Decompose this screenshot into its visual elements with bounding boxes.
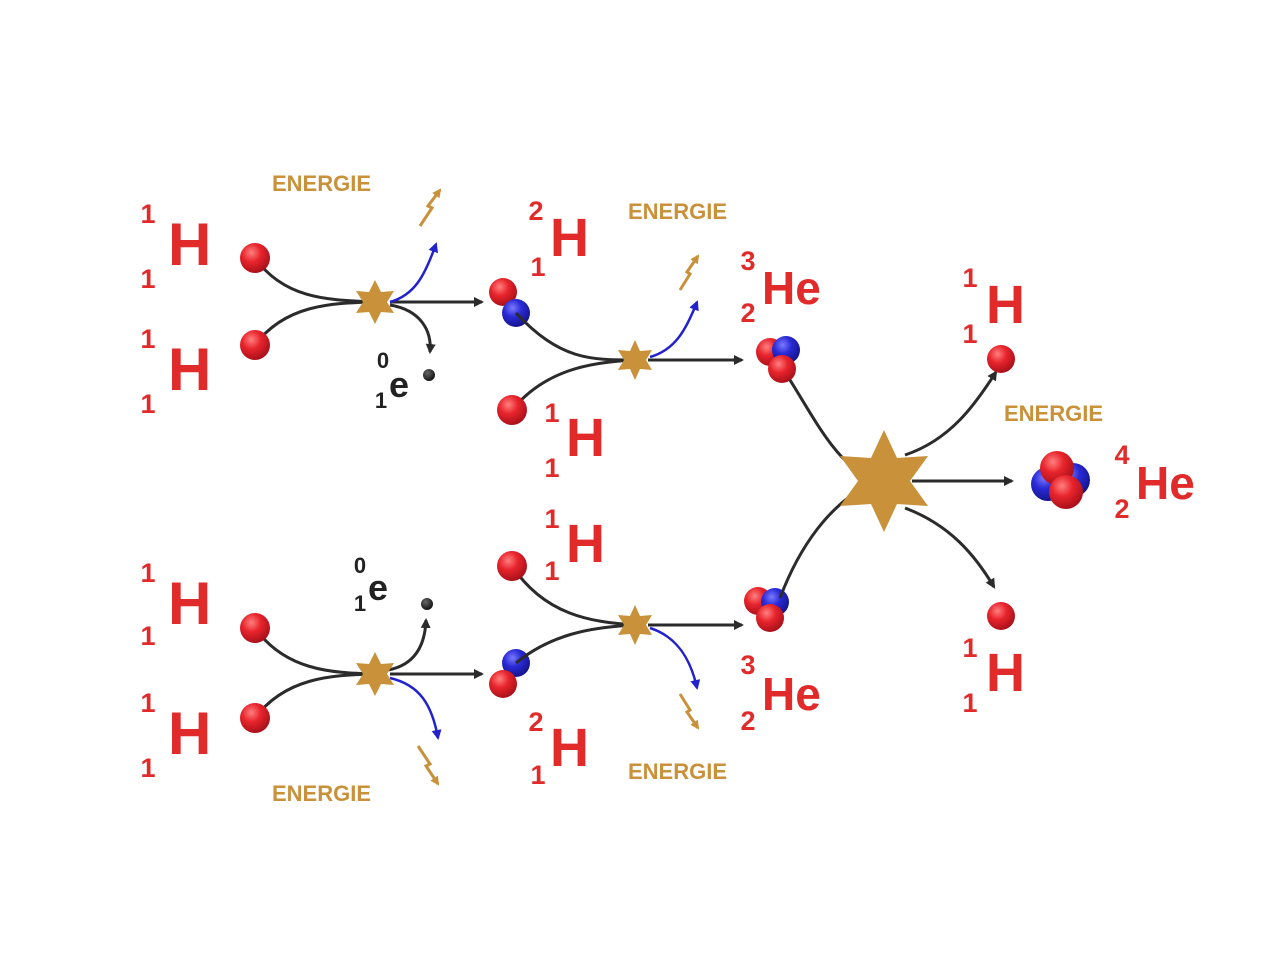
positron-dot-icon bbox=[421, 598, 433, 610]
energy-label: ENERGIE bbox=[1004, 401, 1103, 426]
proton-icon bbox=[497, 395, 527, 425]
reaction-path bbox=[515, 623, 636, 665]
proton-icon bbox=[756, 604, 784, 632]
helium-symbol: He bbox=[1136, 457, 1195, 509]
bottom-second-fusion bbox=[497, 551, 789, 730]
bottom-first-fusion bbox=[240, 598, 530, 786]
product-arrow bbox=[904, 370, 998, 457]
proton-icon bbox=[240, 703, 270, 733]
hydrogen-symbol: H bbox=[550, 208, 589, 268]
positron-symbol: e bbox=[389, 364, 409, 405]
hydrogen-symbol: H bbox=[986, 643, 1025, 703]
positron-mass-number: 0 bbox=[354, 553, 366, 578]
mass-number: 1 bbox=[140, 558, 155, 588]
proton-icon bbox=[240, 243, 270, 273]
energy-bolt-icon bbox=[418, 188, 442, 227]
atomic-number: 1 bbox=[140, 753, 155, 783]
fusion-star-icon bbox=[618, 340, 652, 380]
reaction-path bbox=[253, 672, 376, 719]
gamma-arrow bbox=[389, 242, 439, 304]
fusion-star-icon bbox=[840, 430, 928, 532]
positron-mass-number: 0 bbox=[377, 348, 389, 373]
helium-symbol: He bbox=[762, 668, 821, 720]
atomic-number: 1 bbox=[530, 760, 545, 790]
product-arrow bbox=[904, 506, 996, 589]
energy-label: ENERGIE bbox=[628, 199, 727, 224]
mass-number: 1 bbox=[962, 633, 977, 663]
reaction-path bbox=[510, 565, 636, 627]
reaction-path bbox=[514, 311, 636, 362]
fusion-star-icon bbox=[618, 605, 652, 645]
proton-icon bbox=[489, 278, 517, 306]
atomic-number: 1 bbox=[544, 556, 559, 586]
hydrogen-symbol: H bbox=[566, 408, 605, 468]
positron-dot-icon bbox=[423, 369, 435, 381]
gamma-arrow bbox=[649, 626, 701, 690]
atomic-number: 1 bbox=[962, 319, 977, 349]
mass-number: 1 bbox=[140, 688, 155, 718]
positron-arrow bbox=[387, 618, 431, 672]
helium-symbol: He bbox=[762, 262, 821, 314]
energy-bolt-icon bbox=[678, 693, 700, 730]
hydrogen-symbol: H bbox=[550, 718, 589, 778]
reaction-path bbox=[253, 627, 376, 676]
hydrogen-symbol: H bbox=[168, 570, 211, 637]
atomic-number: 1 bbox=[140, 264, 155, 294]
atomic-number: 2 bbox=[740, 706, 755, 736]
mass-number: 1 bbox=[544, 398, 559, 428]
mass-number: 4 bbox=[1114, 440, 1129, 470]
mass-number: 1 bbox=[140, 199, 155, 229]
proton-icon bbox=[497, 551, 527, 581]
atomic-number: 1 bbox=[140, 621, 155, 651]
energy-bolt-icon bbox=[416, 745, 440, 786]
proton-icon bbox=[240, 330, 270, 360]
hydrogen-symbol: H bbox=[168, 336, 211, 403]
proton-icon bbox=[1049, 475, 1083, 509]
proton-icon bbox=[489, 670, 517, 698]
energy-bolt-icon bbox=[678, 254, 700, 291]
final-fusion bbox=[778, 345, 1090, 630]
energy-label: ENERGIE bbox=[272, 171, 371, 196]
proton-icon bbox=[987, 602, 1015, 630]
gamma-arrow bbox=[389, 676, 442, 740]
mass-number: 1 bbox=[544, 504, 559, 534]
positron-symbol: e bbox=[368, 567, 388, 608]
atomic-number: 1 bbox=[544, 453, 559, 483]
reaction-path bbox=[510, 358, 636, 411]
positron-charge-number: 1 bbox=[354, 591, 366, 616]
mass-number: 3 bbox=[740, 246, 755, 276]
proton-icon bbox=[987, 345, 1015, 373]
energy-label: ENERGIE bbox=[272, 781, 371, 806]
positron-arrow bbox=[389, 303, 436, 354]
hydrogen-symbol: H bbox=[168, 700, 211, 767]
mass-number: 3 bbox=[740, 650, 755, 680]
fusion-star-icon bbox=[356, 652, 394, 696]
top-second-fusion bbox=[497, 254, 800, 425]
mass-number: 1 bbox=[140, 324, 155, 354]
atomic-number: 1 bbox=[140, 389, 155, 419]
fusion-star-icon bbox=[356, 280, 394, 324]
atomic-number: 1 bbox=[962, 688, 977, 718]
gamma-arrow bbox=[649, 300, 699, 359]
reaction-path bbox=[253, 257, 376, 304]
positron-charge-number: 1 bbox=[375, 388, 387, 413]
mass-number: 2 bbox=[528, 707, 543, 737]
top-first-fusion bbox=[240, 188, 530, 381]
energy-label: ENERGIE bbox=[628, 759, 727, 784]
proton-icon bbox=[768, 355, 796, 383]
atomic-number: 2 bbox=[1114, 494, 1129, 524]
proton-icon bbox=[240, 613, 270, 643]
hydrogen-symbol: H bbox=[986, 275, 1025, 335]
atomic-number: 1 bbox=[530, 252, 545, 282]
hydrogen-symbol: H bbox=[168, 211, 211, 278]
hydrogen-symbol: H bbox=[566, 514, 605, 574]
mass-number: 1 bbox=[962, 263, 977, 293]
reaction-path bbox=[253, 300, 376, 346]
mass-number: 2 bbox=[528, 196, 543, 226]
atomic-number: 2 bbox=[740, 298, 755, 328]
